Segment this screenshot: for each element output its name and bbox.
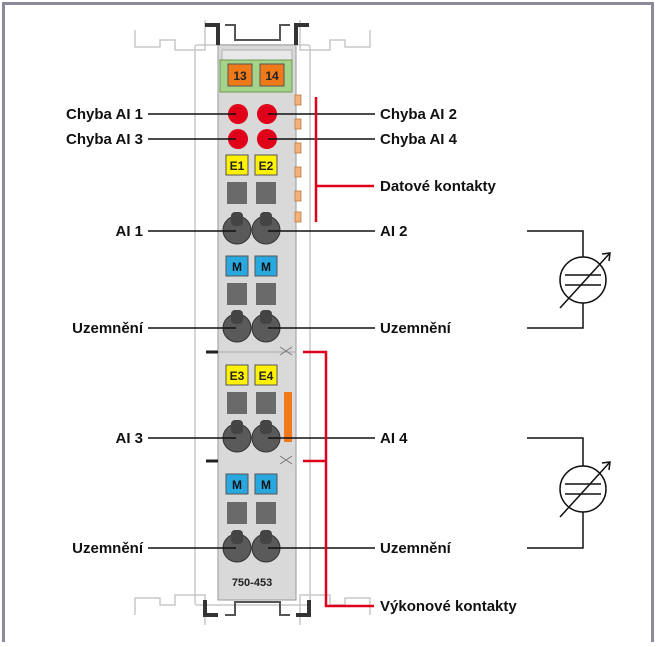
top-tag-14: 14 (265, 69, 279, 83)
tag-e4: E4 (259, 369, 274, 383)
tag-m1-left: M (232, 260, 242, 274)
leader-lines (148, 113, 375, 549)
label-error-ai2: Chyba AI 2 (380, 106, 457, 123)
label-error-ai3: Chyba AI 3 (66, 131, 143, 148)
label-ai1: AI 1 (115, 223, 143, 240)
label-ai2: AI 2 (380, 223, 408, 240)
led-error-ai2 (257, 104, 277, 124)
model-number: 750-453 (232, 577, 272, 589)
tag-m2-left: M (232, 478, 242, 492)
label-ground-2-left: Uzemnění (72, 540, 144, 557)
led-error-ai1 (228, 104, 248, 124)
label-error-ai1: Chyba AI 1 (66, 106, 143, 123)
power-contact-bar (284, 392, 292, 442)
tag-e1: E1 (230, 159, 245, 173)
label-ground-1-right: Uzemnění (380, 320, 452, 337)
tag-e3: E3 (230, 369, 245, 383)
label-data-contacts: Datové kontakty (380, 178, 497, 195)
label-ground-1-left: Uzemnění (72, 320, 144, 337)
top-tag-13: 13 (233, 69, 247, 83)
sensor-symbol-2 (527, 437, 611, 549)
clamp-ground-1 (222, 310, 281, 343)
sensor-symbol-1 (527, 230, 611, 329)
label-ai4: AI 4 (380, 430, 408, 447)
label-ground-2-right: Uzemnění (380, 540, 452, 557)
tag-e2: E2 (259, 159, 274, 173)
label-error-ai4: Chyba AI 4 (380, 131, 458, 148)
label-ai3: AI 3 (115, 430, 143, 447)
red-leaders (303, 97, 374, 608)
tag-m2-right: M (261, 478, 271, 492)
figure-frame (2, 2, 654, 642)
clamp-ai1-ai2 (222, 212, 281, 245)
clamp-ai3-ai4 (222, 420, 281, 453)
tag-m1-right: M (261, 260, 271, 274)
led-error-ai3 (228, 129, 248, 149)
label-power-contacts: Výkonové kontakty (380, 598, 517, 615)
led-error-ai4 (257, 129, 277, 149)
data-contacts-pads (294, 94, 302, 223)
terminal-module: 13 14 E1 E2 (203, 23, 311, 617)
